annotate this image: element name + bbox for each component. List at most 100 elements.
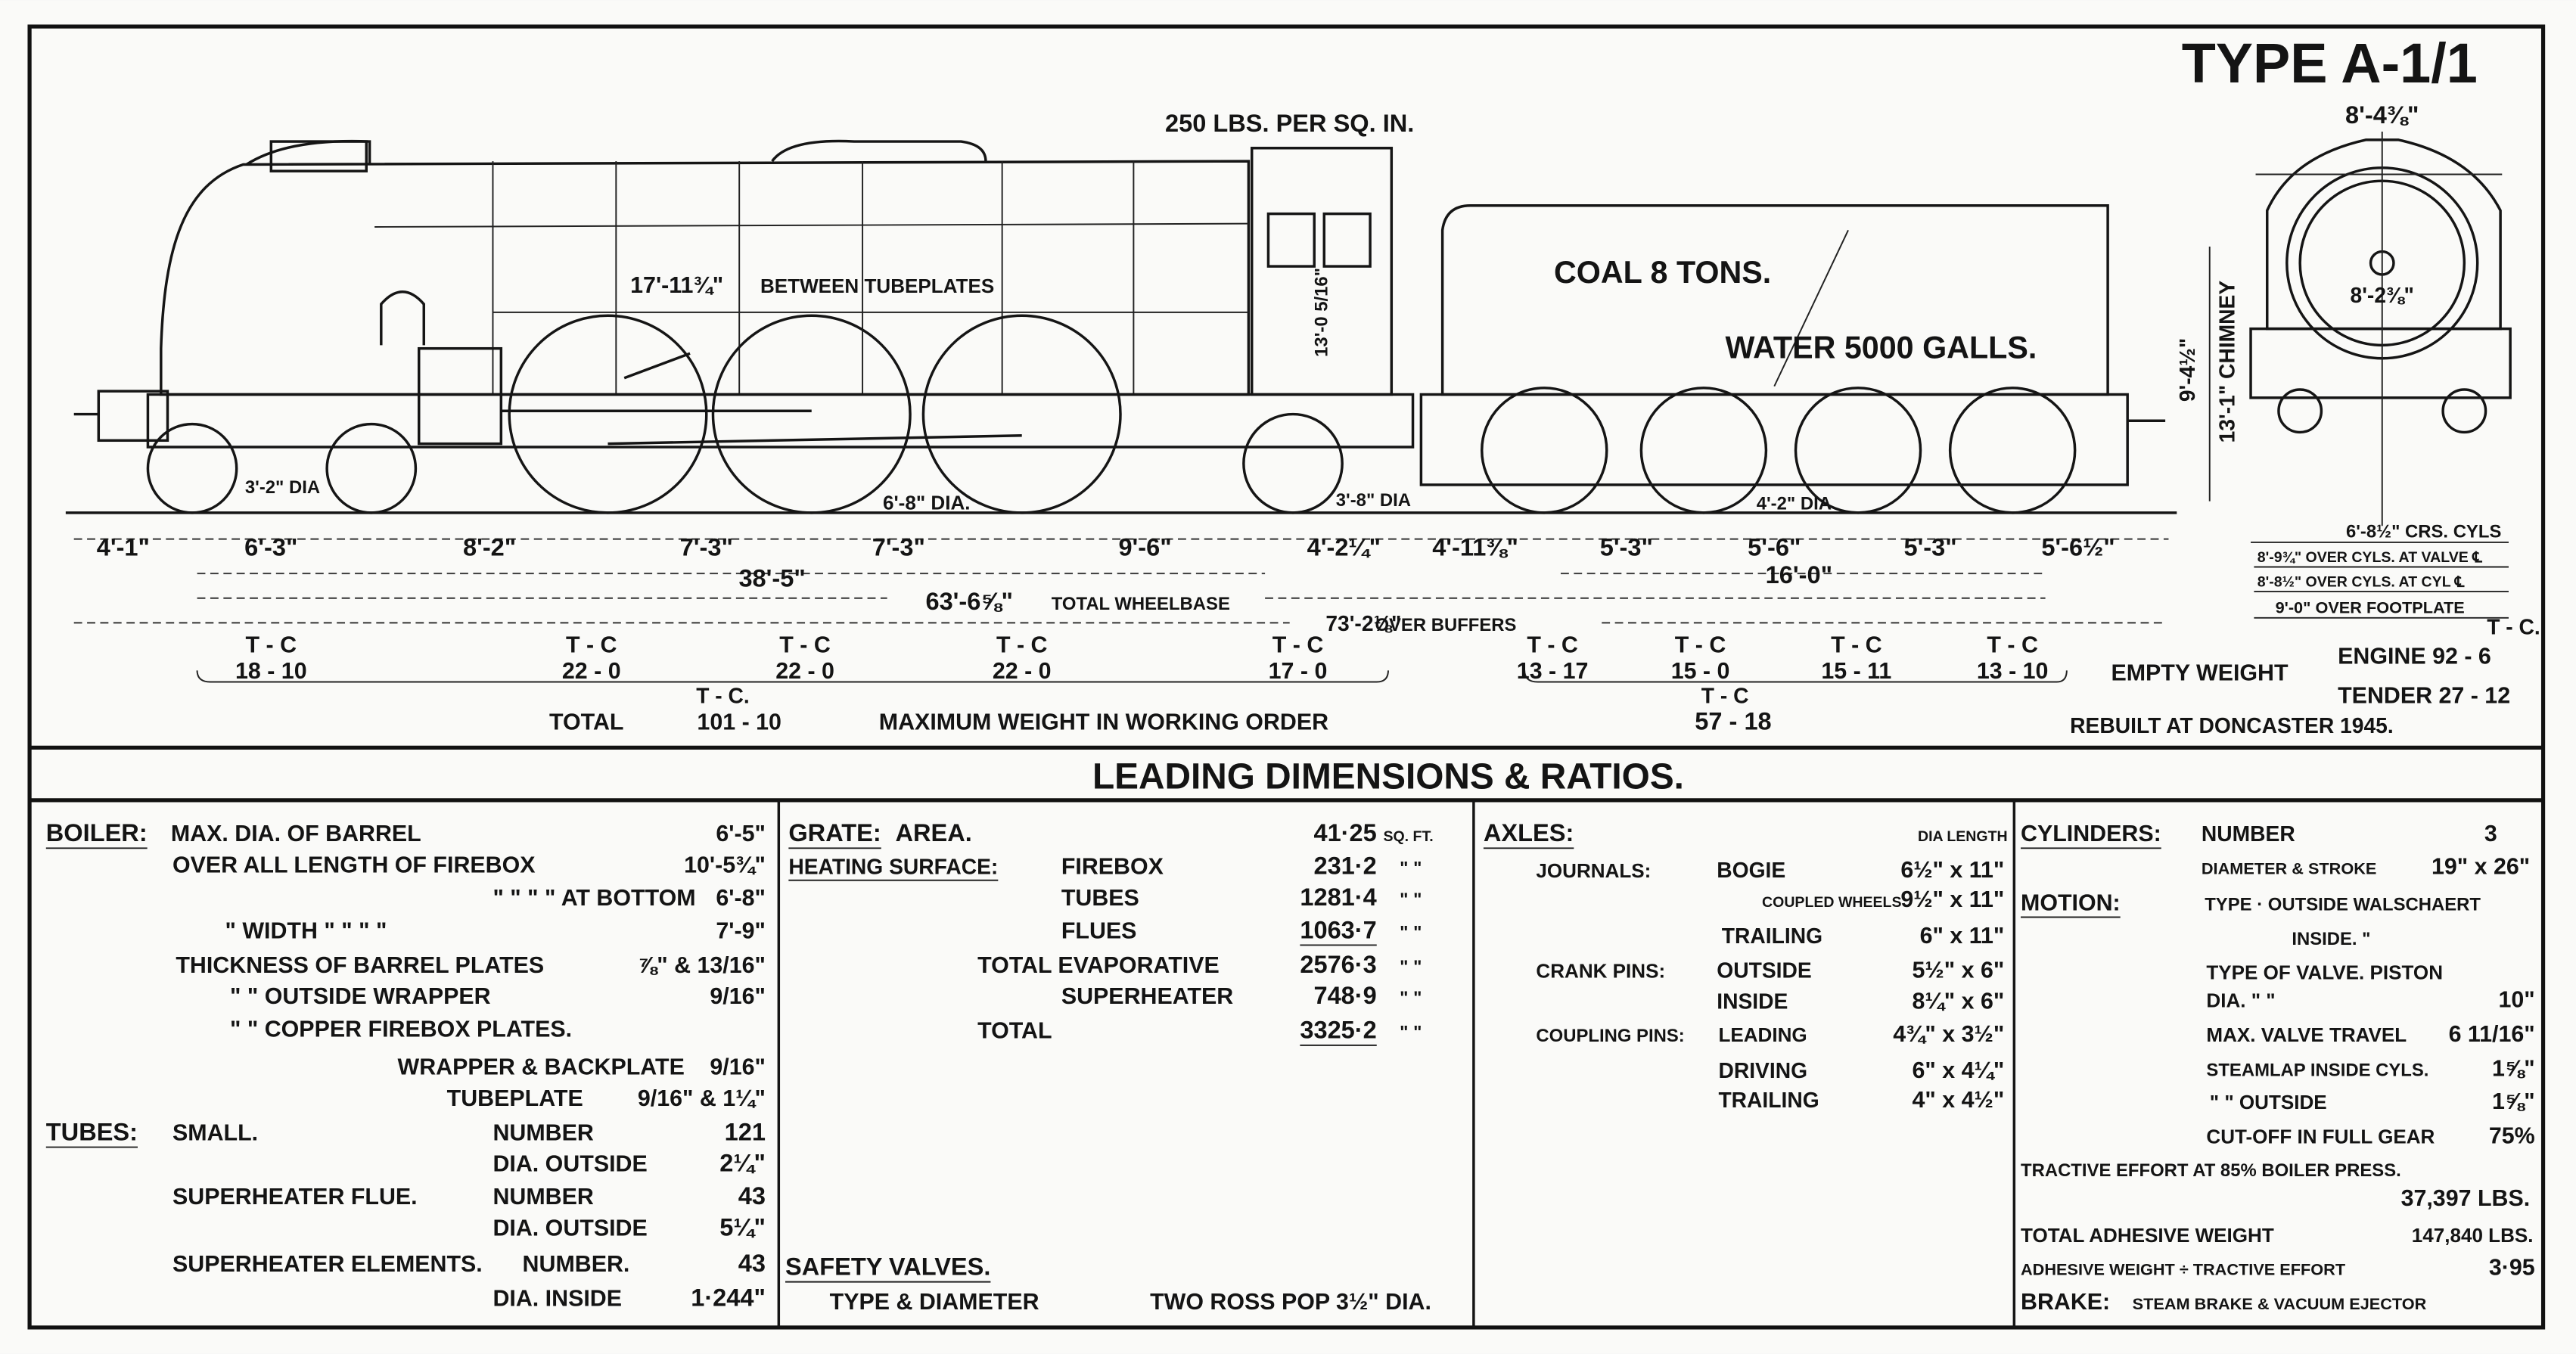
drawing-coal: COAL 8 TONS. [1554, 255, 1771, 290]
boiler-rows-4-label: THICKNESS OF BARREL PLATES [176, 952, 544, 978]
empty-weight-label: EMPTY WEIGHT [2111, 660, 2289, 685]
spacings-7: 4'-11⅜" [1432, 533, 1518, 561]
totals-max-weight-label: MAXIMUM WEIGHT IN WORKING ORDER [879, 709, 1328, 734]
boiler-rows-5-label: " " OUTSIDE WRAPPER [230, 983, 491, 1009]
heating-surface-rows-1-label: TUBES [1061, 885, 1139, 911]
front-view-height: 9'-4½" [2175, 338, 2199, 402]
axle-weights-4-value: 17 - 0 [1269, 658, 1328, 684]
drawing-water: WATER 5000 GALLS. [1726, 331, 2037, 365]
tubes-rows-4-value: 43 [738, 1250, 766, 1277]
axles-rows-5-value: 4¾" x 3½" [1893, 1021, 2004, 1047]
heating-surface-rows-5-unit: " " [1400, 1023, 1422, 1043]
dimension-lines [73, 538, 2169, 683]
axle-weights-5-unit: T - C [1527, 632, 1578, 657]
axles-rows-6-label: DRIVING [1718, 1058, 1807, 1082]
axle-weights-6-unit: T - C [1675, 632, 1726, 657]
wheelbase-tender: 16'-0" [1766, 561, 1832, 588]
cab-window [1266, 212, 1316, 268]
boiler-rows-6-label: " " COPPER FIREBOX PLATES. [230, 1017, 572, 1042]
motion-inside: INSIDE. " [2292, 929, 2370, 949]
heating-surface-rows-3-label: TOTAL EVAPORATIVE [977, 952, 1220, 978]
axles-rows-0-label: BOGIE [1717, 858, 1785, 882]
drawing-coupled-wheel-dia: 6'-8" DIA. [883, 492, 971, 514]
axle-weights-8-value: 13 - 10 [1977, 658, 2049, 684]
spacings-9: 5'-6" [1748, 533, 1801, 561]
axles-rows-0-value: 6½" x 11" [1900, 857, 2004, 883]
totals-tender-unit: T - C [1701, 684, 1749, 708]
tubes-superheater-flue: SUPERHEATER FLUE. [172, 1184, 418, 1210]
spacings-3: 7'-3" [680, 533, 733, 561]
axles-crank-pins: CRANK PINS: [1536, 959, 1665, 982]
heating-surface-rows-2-label: FLUES [1061, 918, 1137, 943]
axles-rows-3-value: 5½" x 6" [1913, 957, 2005, 983]
wheels [65, 314, 2177, 514]
wheelbase-engine: 38'-5" [738, 565, 805, 592]
section-title: LEADING DIMENSIONS & RATIOS. [1092, 757, 1684, 797]
boiler-rows-2-label: " " " " AT BOTTOM [493, 885, 695, 911]
tender-side-view [1419, 204, 2166, 486]
spacings-2: 8'-2" [463, 533, 516, 561]
tubes-small: SMALL. [172, 1120, 258, 1145]
pressure: 250 LBS. PER SQ. IN. [1165, 110, 1414, 137]
axles-rows-3-label: OUTSIDE [1717, 958, 1811, 982]
spacings-1: 6'-3" [244, 533, 297, 561]
heating-surface-rows-5-label: TOTAL [977, 1018, 1052, 1044]
boiler-heading: BOILER: [46, 819, 148, 846]
boiler-rows-1-label: OVER ALL LENGTH OF FIREBOX [172, 852, 536, 877]
totals-total-label: TOTAL [549, 709, 623, 734]
axles-rows-4-label: INSIDE [1717, 989, 1788, 1014]
tubes-rows-4-label: NUMBER. [523, 1251, 630, 1277]
empty-weight-tender: TENDER 27 - 12 [2338, 683, 2510, 709]
performance-brake-label: BRAKE: [2021, 1289, 2110, 1315]
drawing-between-tubeplates: BETWEEN TUBEPLATES [760, 275, 994, 297]
grate-label: AREA. [895, 819, 971, 846]
axle-weights-3-unit: T - C [996, 632, 1048, 657]
axles-rows-6-value: 6" x 4¼" [1913, 1057, 2005, 1083]
wheelbase-buffers: 73'-2⅛" [1325, 611, 1401, 635]
cab-window [1322, 212, 1372, 268]
boiler-rows-8-label: TUBEPLATE [447, 1085, 583, 1111]
cylinders-heading: CYLINDERS: [2021, 821, 2161, 846]
axle-weights-2-unit: T - C [779, 632, 831, 657]
tubes-rows-2-value: 43 [738, 1182, 766, 1210]
empty-weight-unit: T - C. [2487, 615, 2540, 639]
engine-side-view [73, 139, 1415, 449]
tubes-rows-5-value: 1·244" [691, 1284, 766, 1312]
axle-weights-1-value: 22 - 0 [562, 658, 621, 684]
tubes-rows-1-label: DIA. OUTSIDE [493, 1151, 647, 1177]
heating-surface-rows-1-unit: " " [1400, 890, 1422, 910]
tubes-rows-5-label: DIA. INSIDE [493, 1286, 622, 1312]
tubes-rows-0-value: 121 [725, 1118, 766, 1145]
axle-weights-4-unit: T - C [1272, 632, 1324, 657]
drawing-cab-height: 13'-0 5/16" [1312, 268, 1332, 357]
spacings-11: 5'-6½" [2041, 533, 2115, 561]
front-view-footplate: 9'-0" OVER FOOTPLATE [2276, 598, 2465, 616]
axles-rows-5-label: LEADING [1718, 1023, 1807, 1046]
safety-valves-heading: SAFETY VALVES. [785, 1253, 990, 1280]
heating-surface-rows-2-unit: " " [1400, 922, 1422, 943]
axles-rows-4-value: 8¼" x 6" [1913, 989, 2005, 1014]
axles-rows-1-label: COUPLED WHEELS [1762, 894, 1901, 911]
motion-heading: MOTION: [2021, 890, 2121, 915]
performance-tractive-label: TRACTIVE EFFORT AT 85% BOILER PRESS. [2021, 1160, 2401, 1181]
heating-surface-heading: HEATING SURFACE: [788, 855, 998, 879]
boiler-rows-3-label: " WIDTH " " " " [225, 918, 387, 943]
rebuilt: REBUILT AT DONCASTER 1945. [2070, 713, 2394, 738]
axles-rows-2-value: 6" x 11" [1920, 923, 2005, 949]
motion-type: TYPE · OUTSIDE WALSCHAERT [2205, 894, 2481, 915]
heating-surface-rows-1-value: 1281·4 [1300, 884, 1376, 911]
axle-weights-7-value: 15 - 11 [1821, 658, 1891, 684]
boiler-rows-7-label: WRAPPER & BACKPLATE [398, 1054, 685, 1080]
boiler-rows-4-value: ⅞" & 13/16" [638, 952, 766, 978]
performance-adhesive-label: TOTAL ADHESIVE WEIGHT [2021, 1224, 2274, 1247]
axle-weights-7-unit: T - C [1831, 632, 1882, 657]
safety-valves-label: TYPE & DIAMETER [830, 1289, 1039, 1315]
front-view-width: 8'-4⅜" [2345, 101, 2419, 129]
axles-rows-1-value: 9½" x 11" [1900, 887, 2004, 912]
drawing-trailing-wheel-dia: 3'-8" DIA [1336, 490, 1411, 511]
axles-journals: JOURNALS: [1536, 859, 1651, 882]
performance-brake: STEAM BRAKE & VACUUM EJECTOR [2133, 1294, 2427, 1313]
performance-ratio: 3·95 [2489, 1254, 2535, 1280]
motion-rows-0-value: 10" [2498, 986, 2534, 1012]
axle-weights-5-value: 13 - 17 [1517, 658, 1589, 684]
